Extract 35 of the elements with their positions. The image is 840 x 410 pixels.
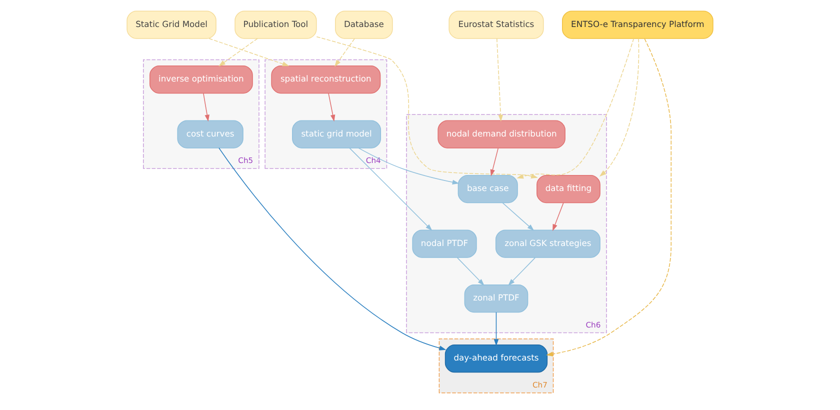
node-box: zonal GSK strategies bbox=[495, 230, 600, 258]
node-box: zonal PTDF bbox=[464, 284, 528, 313]
arrow bbox=[218, 148, 446, 350]
node-box: cost curves bbox=[177, 120, 244, 148]
arrow bbox=[316, 36, 538, 178]
arrow bbox=[456, 257, 484, 286]
node-box: nodal PTDF bbox=[412, 230, 477, 258]
node-box: base case bbox=[458, 174, 518, 204]
node-box: data fitting bbox=[536, 174, 600, 204]
arrow bbox=[208, 38, 290, 66]
arrow bbox=[490, 148, 499, 176]
arrow bbox=[552, 202, 564, 232]
node-box: spatial reconstruction bbox=[271, 65, 381, 94]
arrow bbox=[203, 93, 210, 122]
arrow bbox=[494, 312, 499, 346]
arrow bbox=[516, 38, 634, 179]
arrow bbox=[599, 38, 640, 177]
node-box: nodal demand distribution bbox=[438, 120, 566, 148]
arrow bbox=[218, 38, 258, 66]
arrow bbox=[358, 148, 460, 185]
node-box: Database bbox=[335, 10, 393, 39]
node-box: inverse optimisation bbox=[149, 65, 253, 94]
arrow bbox=[349, 148, 432, 231]
arrow bbox=[334, 38, 355, 67]
node-box: day-ahead forecasts bbox=[444, 344, 548, 373]
node-box: Publication Tool bbox=[234, 10, 317, 39]
node-box: static grid model bbox=[292, 120, 382, 148]
node-box: Eurostat Statistics bbox=[448, 10, 544, 39]
node-box: ENTSO-e Transparency Platform bbox=[562, 10, 714, 39]
arrow bbox=[328, 93, 336, 122]
node-box: Static Grid Model bbox=[126, 10, 216, 39]
arrow bbox=[508, 257, 536, 286]
arrow bbox=[496, 38, 504, 122]
arrow bbox=[546, 38, 672, 356]
arrow bbox=[502, 202, 534, 231]
